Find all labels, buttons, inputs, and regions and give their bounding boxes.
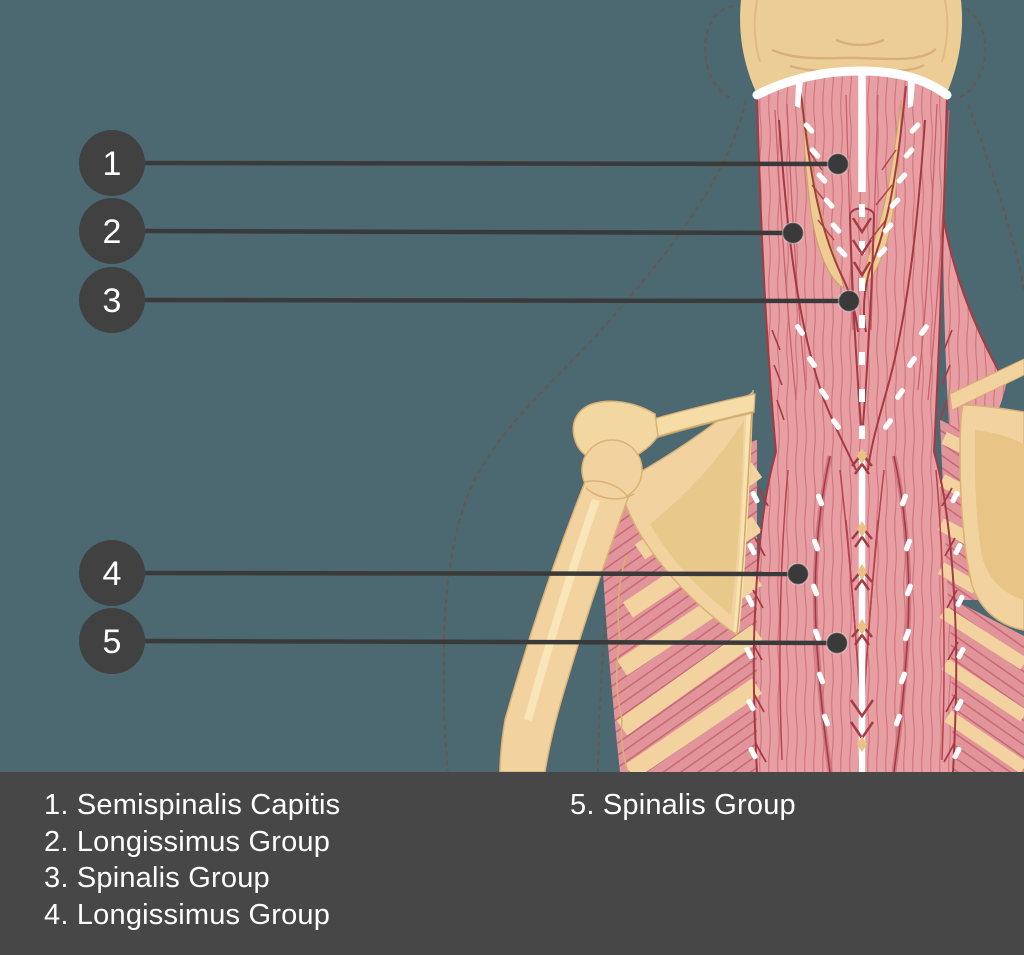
marker-2[interactable]: 2	[79, 198, 145, 264]
left-body-outline	[442, 99, 748, 772]
right-scapular-spine	[949, 358, 1024, 411]
midline-ligament	[752, 66, 952, 772]
legend-item-5: 5. Spinalis Group	[570, 789, 796, 821]
marker-5-number: 5	[103, 623, 122, 661]
legend-item-3: 3. Spinalis Group	[44, 862, 270, 894]
legend-column-2: 5. Spinalis Group	[570, 787, 796, 824]
spinous-tips	[857, 448, 867, 752]
anatomy-illustration: 1 2 3 4 5	[79, 0, 1024, 772]
marker-4[interactable]: 4	[79, 540, 145, 606]
marker-4-number: 4	[103, 555, 122, 593]
legend-item-2: 2. Longissimus Group	[44, 825, 331, 858]
legend-item-1: 1. Semispinalis Capitis	[44, 789, 341, 821]
legend-panel: 1. Semispinalis Capitis 2. Longissimus G…	[0, 772, 1024, 955]
marker-5[interactable]: 5	[79, 608, 145, 674]
marker-1-number: 1	[103, 145, 122, 183]
marker-3[interactable]: 3	[79, 267, 145, 333]
left-ear-outline	[704, 4, 735, 101]
erector-edges	[743, 451, 967, 772]
leader-lines	[144, 160, 850, 646]
marker-1[interactable]: 1	[79, 130, 145, 196]
legend-column-1: 1. Semispinalis Capitis 2. Longissimus G…	[44, 787, 340, 933]
marker-3-number: 3	[103, 282, 122, 320]
head	[740, 0, 963, 94]
muscle-body	[753, 69, 957, 772]
right-scapula	[949, 358, 1024, 631]
neck-muscle-detail	[756, 85, 953, 471]
leader-dots	[781, 152, 861, 655]
torso-center-detail	[779, 455, 945, 772]
right-ear-outline	[957, 3, 987, 100]
right-body-outline	[966, 103, 1024, 292]
left-humerus	[499, 439, 643, 772]
marker-2-number: 2	[103, 213, 122, 251]
callouts: 1 2 3 4 5	[79, 130, 861, 674]
legend-item-4: 4. Longissimus Group	[44, 898, 331, 931]
